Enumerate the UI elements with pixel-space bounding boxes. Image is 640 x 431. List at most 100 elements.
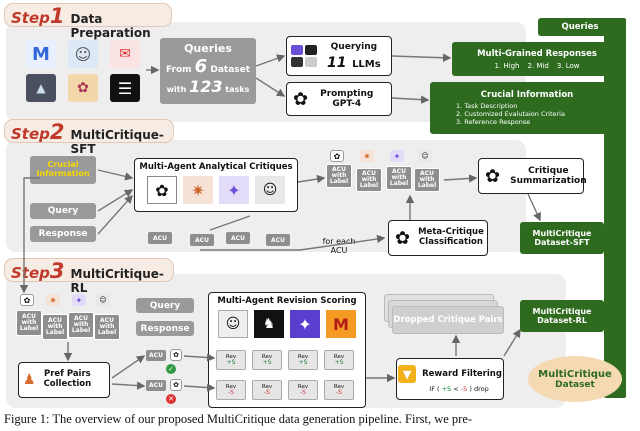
if-text: IF xyxy=(429,385,435,393)
acu-label-text: Label xyxy=(19,325,39,333)
game-art-icon: ▲ xyxy=(26,74,56,102)
mascot-icon: ✿ xyxy=(68,74,98,102)
dataset-line: Dataset-RL xyxy=(537,316,587,325)
rev-text: Rev xyxy=(333,383,345,390)
rev-text: Rev xyxy=(261,353,273,360)
score-text: +S xyxy=(334,358,344,366)
llms-text: LLMs xyxy=(352,58,381,70)
step-title: MultiCritique-SFT xyxy=(70,128,164,156)
queries-pipe-label: Queries xyxy=(538,18,622,36)
querying-label: Querying xyxy=(330,41,378,52)
response-button: Response xyxy=(30,226,96,242)
acu-with-text: with xyxy=(73,320,89,328)
score-text: +S xyxy=(441,385,452,393)
querying-text: Querying 11 LLMs xyxy=(327,42,381,71)
score-text: -S xyxy=(300,388,306,396)
dataset-sft-box: MultiCritique Dataset-SFT xyxy=(520,222,604,254)
rl-response-button: Response xyxy=(136,321,194,336)
reward-filtering-box: ▼ Reward Filtering IF ( +S < -S ) drop xyxy=(396,358,504,400)
pref-text: Pref Pairs Collection xyxy=(43,369,92,390)
dataset-rl-box: MultiCritique Dataset-RL xyxy=(520,300,604,332)
acu-with-text: with xyxy=(47,322,63,330)
from-text: From xyxy=(165,65,192,75)
reward-title: Reward Filtering xyxy=(422,369,502,379)
step-word: Step xyxy=(11,9,50,27)
figure-caption: Figure 1: The overview of our proposed M… xyxy=(4,412,473,426)
gpt-agent-icon: ✿ xyxy=(147,176,177,204)
meta-critique-box: ✿ Meta-Critique Classification xyxy=(388,220,488,256)
acu-chip: ACU xyxy=(146,350,166,361)
revision-title: Multi-Agent Revision Scoring xyxy=(217,296,357,306)
step-number: 1 xyxy=(49,4,65,28)
task-count: 123 xyxy=(189,77,223,96)
check-icon: ✓ xyxy=(166,364,176,374)
rev-score-chip: Rev+S xyxy=(288,350,318,370)
pref-line: Collection xyxy=(43,379,92,389)
prompting-text: Prompting GPT-4 xyxy=(320,89,373,110)
crucial-item: 2. Customized Evalutaion Criteria xyxy=(456,110,565,118)
drop-text: drop xyxy=(473,385,489,393)
acu-label-text: Label xyxy=(97,329,117,337)
rev-text: Rev xyxy=(225,353,237,360)
step-number: 2 xyxy=(49,120,65,144)
qwen-agent-icon: ✦ xyxy=(290,310,320,338)
cross-icon: ✕ xyxy=(166,394,176,404)
crucial-item: 1. Task Description xyxy=(456,102,518,110)
response-level: 3. Low xyxy=(556,61,580,70)
pref-pairs-box: ♟ Pref Pairs Collection xyxy=(18,362,110,398)
rev-text: Rev xyxy=(297,353,309,360)
score-text: -S xyxy=(228,388,234,396)
summarization-line: Summarization xyxy=(510,176,587,186)
final-dataset-line: Dataset xyxy=(555,379,595,390)
score-text: -S xyxy=(264,388,270,396)
responses-pipe-box: Multi-Grained Responses 1. High 2. Mid 3… xyxy=(452,42,622,76)
gpt-icon: ✿ xyxy=(170,379,182,391)
summarization-line: Critique xyxy=(528,165,569,176)
llm-count-line: 11 LLMs xyxy=(327,52,381,71)
queries-box: Queries From 6 Dataset with 123 tasks xyxy=(160,38,256,104)
score-text: +S xyxy=(262,358,272,366)
acu-label-text: Label xyxy=(417,182,437,190)
acu-text: ACU xyxy=(22,312,36,320)
step-title: MultiCritique-RL xyxy=(70,267,164,295)
qwen-icon: ✦ xyxy=(390,150,404,162)
llama-agent-icon: ♞ xyxy=(254,310,284,338)
crucial-title: Crucial Information xyxy=(480,90,574,100)
acu-text: ACU xyxy=(74,314,88,322)
acu-text: ACU xyxy=(332,165,346,173)
rev-score-chip: Rev-S xyxy=(324,380,354,400)
meta-line: Classification xyxy=(419,237,483,247)
acu-text: ACU xyxy=(392,167,406,175)
mistral-agent-icon: M xyxy=(326,310,356,338)
llm-icon xyxy=(305,57,317,67)
crucial-line: Crucial xyxy=(47,160,79,170)
responses-title: Multi-Grained Responses xyxy=(477,48,597,59)
acu-text: ACU xyxy=(100,316,114,324)
llm-icon xyxy=(291,45,303,55)
final-dataset-line: MultiCritique xyxy=(538,368,612,380)
with-text: with xyxy=(166,85,187,94)
acu-chip: ACU xyxy=(190,234,214,246)
dataset-count: 6 xyxy=(194,56,208,77)
reward-title-row: ▼ Reward Filtering xyxy=(398,365,502,383)
rev-score-chip: Rev-S xyxy=(252,380,282,400)
robot-icon: ☺ xyxy=(68,40,98,68)
acu-chip: ACU xyxy=(148,232,172,244)
reward-condition: IF ( +S < -S ) drop xyxy=(429,385,489,393)
acu-label-text: Label xyxy=(329,178,349,186)
crucial-line: Information xyxy=(36,169,90,178)
response-level: 1. High xyxy=(494,61,520,70)
acu-with-text: with xyxy=(331,171,347,179)
acu-with-text: with xyxy=(21,318,37,326)
less-than: < xyxy=(453,385,459,393)
agent-icons: ✿ ✷ ✦ ☺ xyxy=(147,176,285,204)
acu-with-text: with xyxy=(419,175,435,183)
rev-text: Rev xyxy=(225,383,237,390)
